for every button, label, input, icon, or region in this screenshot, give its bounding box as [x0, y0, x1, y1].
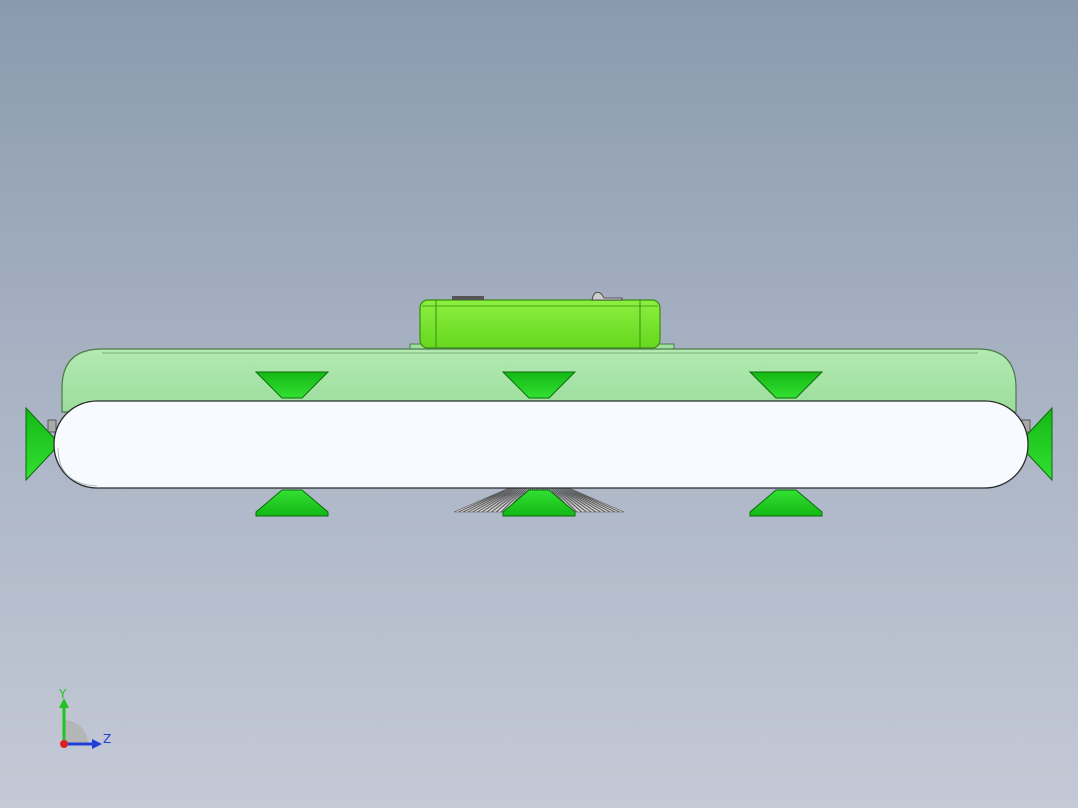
lower-suction-cups [255, 489, 823, 517]
coordinate-triad: Y Z [40, 680, 130, 760]
brush-bristle [481, 487, 520, 513]
brush-bristle [555, 487, 587, 513]
brush-assembly [453, 487, 625, 513]
connector-block [452, 296, 484, 300]
brush-bristle [568, 487, 625, 513]
brush-bristle [556, 487, 592, 513]
brush-bristle [476, 487, 518, 513]
brush-bristle [468, 487, 515, 513]
z-axis-label: Z [103, 732, 112, 746]
roller [53, 400, 1029, 489]
x-axis-dot [60, 740, 68, 748]
brush-bristle [458, 487, 511, 513]
brush-bristle [560, 487, 602, 513]
top-box[interactable] [409, 291, 675, 351]
upper-suction-cups [254, 371, 824, 399]
brush-bristle [561, 487, 607, 513]
triad-plane-arc [64, 720, 88, 744]
brush-bristle [453, 487, 510, 513]
brush-bristle [558, 487, 597, 513]
y-axis-label: Y [59, 687, 67, 701]
brush-bristle [495, 487, 525, 513]
brush-bristle [486, 487, 522, 513]
side-suction-cup-left [25, 406, 57, 482]
triad-graphic [59, 698, 102, 749]
brush-bristle [565, 487, 615, 513]
brush-bristle [567, 487, 620, 513]
brush-bristle [553, 487, 583, 513]
brush-bristle [471, 487, 517, 513]
cable-hook [591, 291, 623, 301]
y-axis-arrowhead [59, 698, 69, 708]
z-axis-arrowhead [92, 739, 102, 749]
brush-bristle [563, 487, 610, 513]
brush-bristle [463, 487, 513, 513]
brush-bristle [491, 487, 523, 513]
